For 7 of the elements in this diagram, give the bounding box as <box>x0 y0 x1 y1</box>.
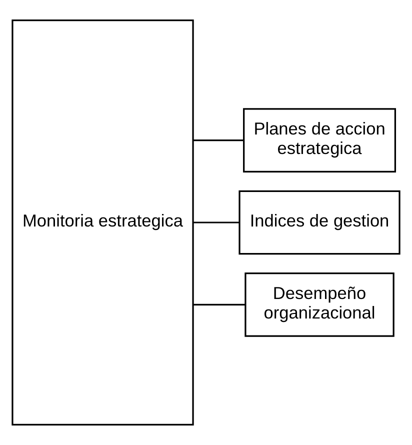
connector <box>193 222 240 224</box>
connector <box>193 304 246 306</box>
node-box: Monitoria estrategica <box>12 20 194 426</box>
node-box: Indices de gestion <box>238 190 400 255</box>
connector <box>193 140 244 142</box>
node-box: Planes de accion estrategica <box>243 108 396 172</box>
node-box: Desempeño organizacional <box>244 272 394 337</box>
